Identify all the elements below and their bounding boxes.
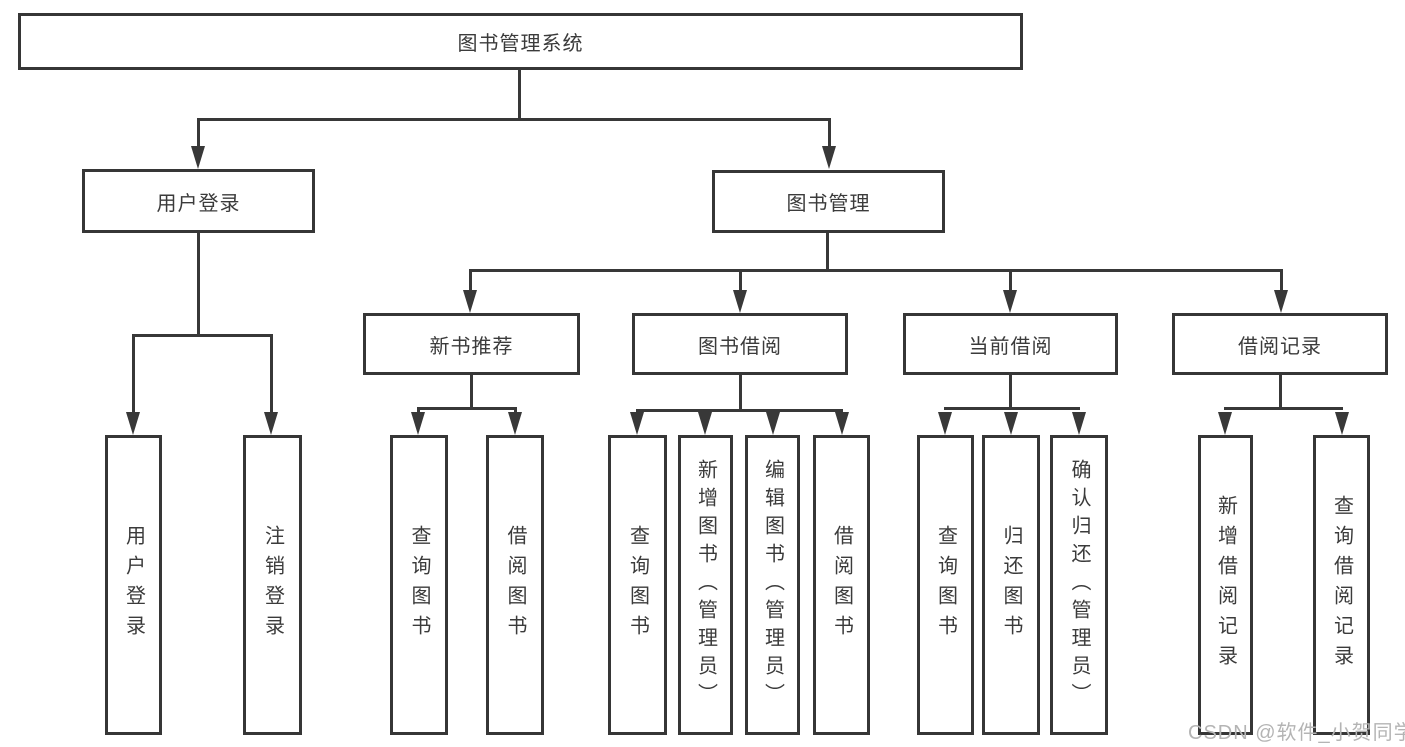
connector-current-borrow-stem: [1009, 375, 1012, 410]
arrow-down-icon: [508, 412, 522, 435]
leaf-query-book-recommend: 查询图书: [390, 435, 448, 735]
connector-book-management-stem: [826, 233, 829, 272]
connector-drop-login-leaf: [132, 334, 135, 414]
leaf-edit-book-admin-label: 编辑图书（管理员）: [761, 459, 784, 711]
csdn-watermark: CSDN @软件_小贺同学: [1188, 722, 1405, 744]
arrow-down-icon: [1274, 290, 1288, 313]
connector-borrow-records-stem: [1279, 375, 1282, 409]
leaf-borrow-book-label: 借阅图书: [830, 525, 853, 645]
node-user-login: 用户登录: [82, 169, 315, 233]
leaf-query-book-borrowing: 查询图书: [608, 435, 667, 735]
arrow-down-icon: [630, 412, 644, 435]
connector-book-borrow-stem: [739, 375, 742, 412]
node-current-borrowing-label: 当前借阅: [968, 335, 1053, 358]
connector-borrow-records-split: [1224, 407, 1343, 410]
leaf-query-borrow-record-label: 查询借阅记录: [1330, 495, 1353, 675]
leaf-add-book-admin: 新增图书（管理员）: [678, 435, 733, 735]
node-book-borrowing-label: 图书借阅: [698, 335, 782, 358]
leaf-add-borrow-record-label: 新增借阅记录: [1214, 495, 1237, 675]
connector-drop-user-login: [197, 118, 200, 148]
node-user-login-label: 用户登录: [156, 192, 241, 215]
connector-drop-borrow-records: [1280, 269, 1283, 293]
node-new-book-recommendation-label: 新书推荐: [429, 335, 514, 358]
leaf-user-login: 用户登录: [105, 435, 162, 735]
connector-drop-book-management: [828, 118, 831, 148]
node-book-management-label: 图书管理: [786, 193, 871, 215]
leaf-logout: 注销登录: [243, 435, 302, 735]
leaf-query-book-current: 查询图书: [917, 435, 974, 735]
node-current-borrowing: 当前借阅: [903, 313, 1118, 375]
connector-root-split: [197, 118, 831, 121]
node-book-management: 图书管理: [712, 170, 945, 233]
arrow-down-icon: [822, 146, 836, 169]
leaf-return-book-label: 归还图书: [1000, 525, 1022, 645]
connector-drop-current-borrow: [1009, 269, 1012, 293]
node-borrowing-records-label: 借阅记录: [1238, 335, 1322, 358]
node-book-borrowing: 图书借阅: [632, 313, 848, 375]
arrow-down-icon: [191, 146, 205, 169]
connector-root-stem: [518, 69, 521, 120]
connector-user-login-split: [132, 334, 273, 337]
arrow-down-icon: [733, 290, 747, 313]
connector-drop-new-book: [469, 269, 472, 293]
leaf-borrow-book-recommend-label: 借阅图书: [504, 525, 526, 645]
arrow-down-icon: [1003, 290, 1017, 313]
node-borrowing-records: 借阅记录: [1172, 313, 1388, 375]
node-root-label: 图书管理系统: [457, 33, 584, 55]
node-new-book-recommendation: 新书推荐: [363, 313, 580, 375]
leaf-return-book: 归还图书: [982, 435, 1040, 735]
node-root: 图书管理系统: [18, 13, 1023, 70]
arrow-down-icon: [411, 412, 425, 435]
arrow-down-icon: [1218, 412, 1232, 435]
arrow-down-icon: [1072, 412, 1086, 435]
leaf-query-book-borrowing-label: 查询图书: [626, 525, 649, 645]
leaf-add-borrow-record: 新增借阅记录: [1198, 435, 1253, 735]
arrow-down-icon: [835, 412, 849, 435]
arrow-down-icon: [766, 412, 780, 435]
leaf-borrow-book-recommend: 借阅图书: [486, 435, 544, 735]
connector-user-login-stem: [197, 233, 200, 336]
arrow-down-icon: [126, 412, 140, 435]
arrow-down-icon: [1335, 412, 1349, 435]
arrow-down-icon: [698, 412, 712, 435]
leaf-query-book-current-label: 查询图书: [934, 525, 957, 645]
leaf-query-book-recommend-label: 查询图书: [408, 525, 430, 645]
arrow-down-icon: [1004, 412, 1018, 435]
connector-drop-book-borrow: [739, 269, 742, 293]
leaf-edit-book-admin: 编辑图书（管理员）: [745, 435, 800, 735]
leaf-confirm-return-admin-label: 确认归还（管理员）: [1068, 459, 1090, 711]
connector-drop-logout-leaf: [270, 334, 273, 414]
arrow-down-icon: [938, 412, 952, 435]
connector-book-borrow-split: [636, 409, 843, 412]
arrow-down-icon: [463, 290, 477, 313]
connector-new-book-stem: [470, 375, 473, 410]
leaf-user-login-label: 用户登录: [122, 525, 145, 645]
leaf-add-book-admin-label: 新增图书（管理员）: [694, 459, 717, 711]
connector-book-management-split: [469, 269, 1282, 272]
connector-new-book-split: [417, 407, 517, 410]
leaf-borrow-book: 借阅图书: [813, 435, 870, 735]
leaf-query-borrow-record: 查询借阅记录: [1313, 435, 1370, 735]
connector-current-borrow-split: [944, 407, 1080, 410]
leaf-confirm-return-admin: 确认归还（管理员）: [1050, 435, 1108, 735]
leaf-logout-label: 注销登录: [261, 525, 284, 645]
arrow-down-icon: [264, 412, 278, 435]
